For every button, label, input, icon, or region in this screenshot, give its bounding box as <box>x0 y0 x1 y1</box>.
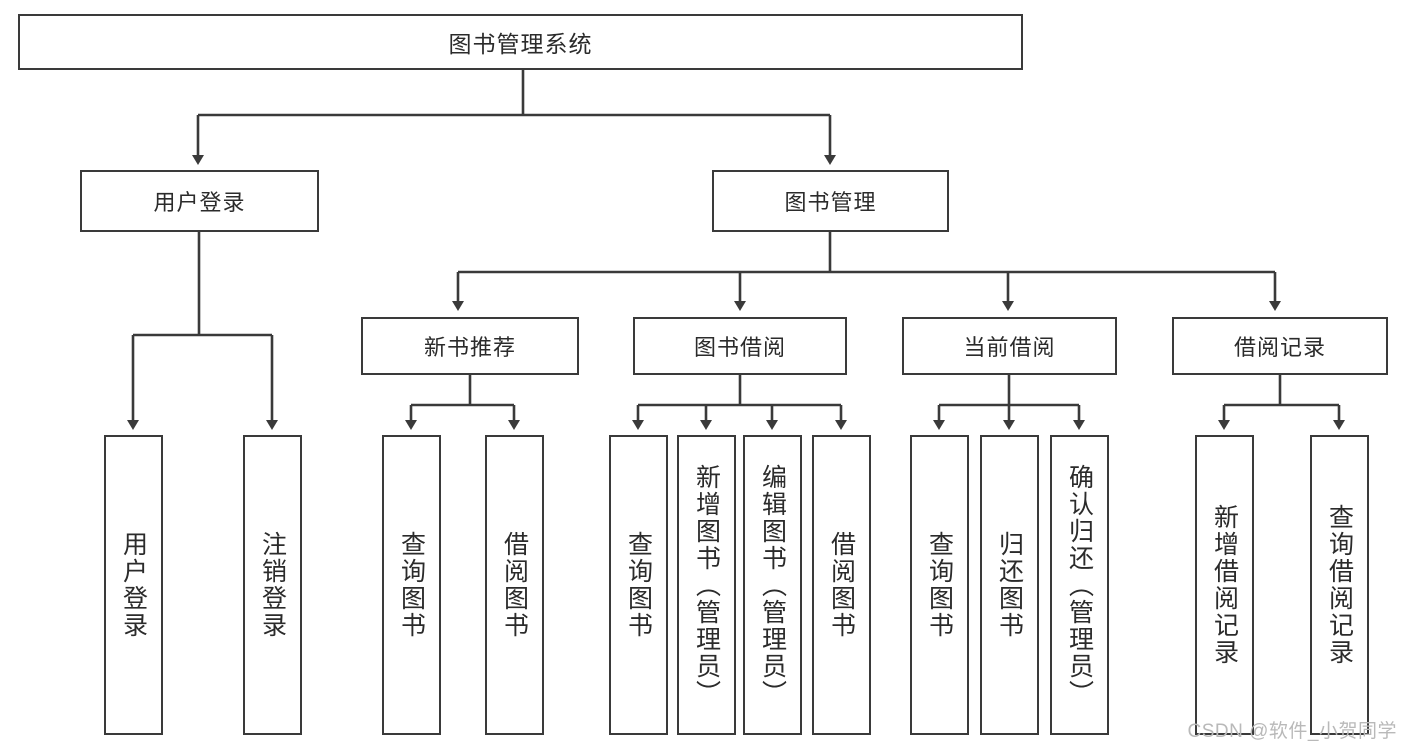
node-label: 当前借阅 <box>963 335 1056 360</box>
node-leaf-query-book-3[interactable]: 查询图书 <box>910 435 969 735</box>
node-new-book-recommend[interactable]: 新书推荐 <box>361 317 579 375</box>
node-label: 借阅记录 <box>1233 335 1326 360</box>
node-leaf-logout-login[interactable]: 注销登录 <box>243 435 302 735</box>
node-label: 编辑图书（管理员） <box>758 463 787 707</box>
node-leaf-edit-book[interactable]: 编辑图书（管理员） <box>743 435 802 735</box>
node-leaf-query-book-2[interactable]: 查询图书 <box>609 435 668 735</box>
node-label: 确认归还（管理员） <box>1065 463 1094 707</box>
node-leaf-add-book[interactable]: 新增图书（管理员） <box>677 435 736 735</box>
node-label: 图书借阅 <box>693 335 786 360</box>
node-book-management[interactable]: 图书管理 <box>712 170 949 232</box>
node-leaf-user-login[interactable]: 用户登录 <box>104 435 163 735</box>
node-borrow-record[interactable]: 借阅记录 <box>1172 317 1388 375</box>
node-label: 归还图书 <box>995 531 1024 639</box>
node-leaf-query-book-1[interactable]: 查询图书 <box>382 435 441 735</box>
node-label: 查询借阅记录 <box>1325 504 1354 666</box>
node-label: 新增借阅记录 <box>1210 504 1239 666</box>
node-user-login[interactable]: 用户登录 <box>80 170 319 232</box>
node-label: 新增图书（管理员） <box>692 463 721 707</box>
node-label: 图书管理 <box>784 190 877 215</box>
node-label: 查询图书 <box>624 531 653 639</box>
node-leaf-confirm-return[interactable]: 确认归还（管理员） <box>1050 435 1109 735</box>
watermark-text: CSDN @软件_小贺同学 <box>1187 721 1397 742</box>
node-leaf-borrow-book-2[interactable]: 借阅图书 <box>812 435 871 735</box>
node-label: 用户登录 <box>119 531 148 639</box>
node-label: 查询图书 <box>925 531 954 639</box>
node-book-borrow[interactable]: 图书借阅 <box>633 317 847 375</box>
node-current-borrow[interactable]: 当前借阅 <box>902 317 1117 375</box>
node-root-system[interactable]: 图书管理系统 <box>18 14 1023 70</box>
node-label: 新书推荐 <box>423 335 516 360</box>
node-label: 查询图书 <box>397 531 426 639</box>
node-leaf-add-record[interactable]: 新增借阅记录 <box>1195 435 1254 735</box>
node-label: 用户登录 <box>153 190 246 215</box>
node-leaf-borrow-book-1[interactable]: 借阅图书 <box>485 435 544 735</box>
node-label: 借阅图书 <box>827 531 856 639</box>
node-label: 图书管理系统 <box>448 31 593 57</box>
node-leaf-query-record[interactable]: 查询借阅记录 <box>1310 435 1369 735</box>
node-label: 借阅图书 <box>500 531 529 639</box>
node-label: 注销登录 <box>258 531 287 639</box>
node-leaf-return-book[interactable]: 归还图书 <box>980 435 1039 735</box>
